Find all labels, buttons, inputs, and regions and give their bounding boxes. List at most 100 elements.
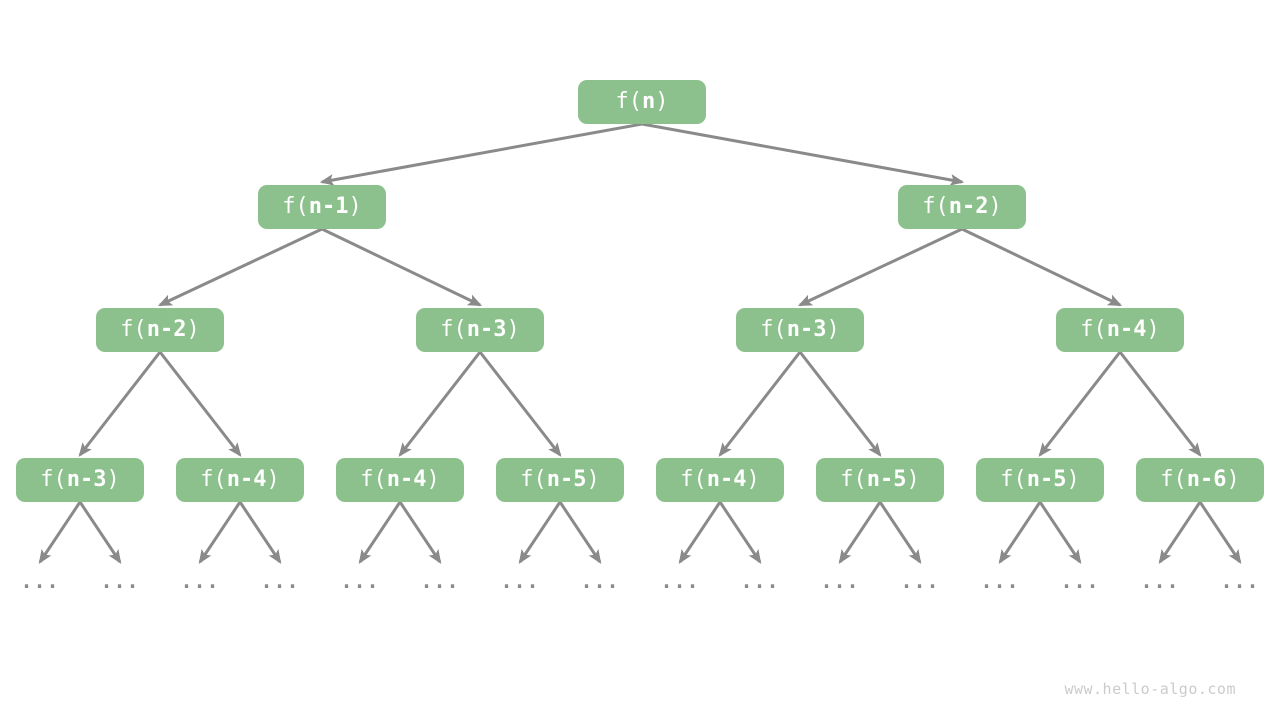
node-label-prefix: f( xyxy=(520,467,547,492)
ellipsis-leaf: ... xyxy=(740,569,780,593)
node-label-prefix: f( xyxy=(1000,467,1027,492)
tree-node-c5: f(n-4) xyxy=(656,458,784,502)
node-label-bold: n-3 xyxy=(466,317,507,342)
node-label-suffix: ) xyxy=(746,467,760,492)
leaf-edge-c7 xyxy=(1038,501,1082,564)
node-label-bold: n-3 xyxy=(786,317,827,342)
ellipsis-leaf: ... xyxy=(340,569,380,593)
tree-edge-a2-b4 xyxy=(961,227,1123,307)
tree-node-root: f(n) xyxy=(578,80,706,124)
node-label-bold: n-3 xyxy=(66,467,107,492)
node-label-suffix: ) xyxy=(1146,317,1160,342)
tree-node-b1: f(n-2) xyxy=(96,308,224,352)
tree-edge-b1-c2 xyxy=(158,351,242,457)
leaf-edge-c6 xyxy=(878,501,922,564)
node-label-bold: n-4 xyxy=(386,467,427,492)
ellipsis-leaf: ... xyxy=(20,569,60,593)
node-label-prefix: f( xyxy=(1080,317,1107,342)
tree-edge-root-a1 xyxy=(319,122,643,186)
node-label-bold: n-4 xyxy=(706,467,747,492)
node-label-prefix: f( xyxy=(680,467,707,492)
leaf-edge-c2 xyxy=(238,501,282,564)
tree-node-c6: f(n-5) xyxy=(816,458,944,502)
node-label-prefix: f( xyxy=(615,89,643,114)
node-label-bold: n-4 xyxy=(1106,317,1147,342)
leaf-edge-c5 xyxy=(718,501,762,564)
node-label-suffix: ) xyxy=(586,467,600,492)
node-label-bold: n-2 xyxy=(146,317,187,342)
leaf-edge-c5 xyxy=(678,501,722,564)
tree-node-c4: f(n-5) xyxy=(496,458,624,502)
node-label-suffix: ) xyxy=(266,467,280,492)
node-label-suffix: ) xyxy=(426,467,440,492)
node-label-suffix: ) xyxy=(348,194,362,219)
node-label-suffix: ) xyxy=(906,467,920,492)
node-label-prefix: f( xyxy=(760,317,787,342)
tree-edge-root-a2 xyxy=(641,122,965,186)
node-label-prefix: f( xyxy=(200,467,227,492)
node-label-bold: n-5 xyxy=(1026,467,1067,492)
tree-node-a2: f(n-2) xyxy=(898,185,1026,229)
ellipsis-leaf: ... xyxy=(900,569,940,593)
node-label-bold: n xyxy=(642,89,656,114)
leaf-edge-c1 xyxy=(78,501,122,564)
ellipsis-leaf: ... xyxy=(820,569,860,593)
node-label-prefix: f( xyxy=(922,194,949,219)
tree-edge-b2-c4 xyxy=(478,351,562,457)
node-label-prefix: f( xyxy=(360,467,387,492)
ellipsis-leaf: ... xyxy=(500,569,540,593)
ellipsis-leaf: ... xyxy=(420,569,460,593)
tree-edge-b2-c3 xyxy=(398,351,482,457)
node-label-bold: n-4 xyxy=(226,467,267,492)
node-label-bold: n-5 xyxy=(866,467,907,492)
node-label-suffix: ) xyxy=(106,467,120,492)
leaf-edge-c7 xyxy=(998,501,1042,564)
tree-edge-a2-b3 xyxy=(797,227,963,307)
tree-edge-b1-c1 xyxy=(78,351,162,457)
tree-node-a1: f(n-1) xyxy=(258,185,386,229)
node-label-bold: n-6 xyxy=(1186,467,1227,492)
tree-edge-b3-c5 xyxy=(718,351,802,457)
tree-node-c1: f(n-3) xyxy=(16,458,144,502)
tree-node-c7: f(n-5) xyxy=(976,458,1104,502)
node-label-bold: n-5 xyxy=(546,467,587,492)
leaf-edge-c2 xyxy=(198,501,242,564)
node-label-prefix: f( xyxy=(120,317,147,342)
tree-node-b2: f(n-3) xyxy=(416,308,544,352)
node-label-bold: n-2 xyxy=(948,194,989,219)
tree-edge-b3-c6 xyxy=(798,351,882,457)
ellipsis-leaf: ... xyxy=(1220,569,1260,593)
leaf-edge-c3 xyxy=(398,501,442,564)
tree-edge-b4-c8 xyxy=(1118,351,1202,457)
node-label-suffix: ) xyxy=(826,317,840,342)
leaf-edge-c3 xyxy=(358,501,402,564)
ellipsis-leaf: ... xyxy=(660,569,700,593)
leaf-edge-c4 xyxy=(518,501,562,564)
leaf-edge-c1 xyxy=(38,501,82,564)
tree-edge-b4-c7 xyxy=(1038,351,1122,457)
ellipsis-leaf: ... xyxy=(580,569,620,593)
node-label-suffix: ) xyxy=(186,317,200,342)
ellipsis-leaf: ... xyxy=(180,569,220,593)
tree-node-c3: f(n-4) xyxy=(336,458,464,502)
tree-node-c8: f(n-6) xyxy=(1136,458,1264,502)
node-label-bold: n-1 xyxy=(308,194,349,219)
node-label-suffix: ) xyxy=(506,317,520,342)
leaf-edge-c4 xyxy=(558,501,602,564)
ellipsis-leaf: ... xyxy=(260,569,300,593)
node-label-prefix: f( xyxy=(40,467,67,492)
tree-node-b3: f(n-3) xyxy=(736,308,864,352)
node-label-suffix: ) xyxy=(1066,467,1080,492)
node-label-prefix: f( xyxy=(840,467,867,492)
node-label-suffix: ) xyxy=(655,89,669,114)
leaf-edge-c8 xyxy=(1158,501,1202,564)
leaf-edge-c6 xyxy=(838,501,882,564)
ellipsis-leaf: ... xyxy=(1060,569,1100,593)
tree-node-c2: f(n-4) xyxy=(176,458,304,502)
tree-edge-a1-b1 xyxy=(157,227,323,307)
node-label-prefix: f( xyxy=(440,317,467,342)
node-label-suffix: ) xyxy=(988,194,1002,219)
ellipsis-leaf: ... xyxy=(980,569,1020,593)
tree-edge-a1-b2 xyxy=(321,227,483,307)
